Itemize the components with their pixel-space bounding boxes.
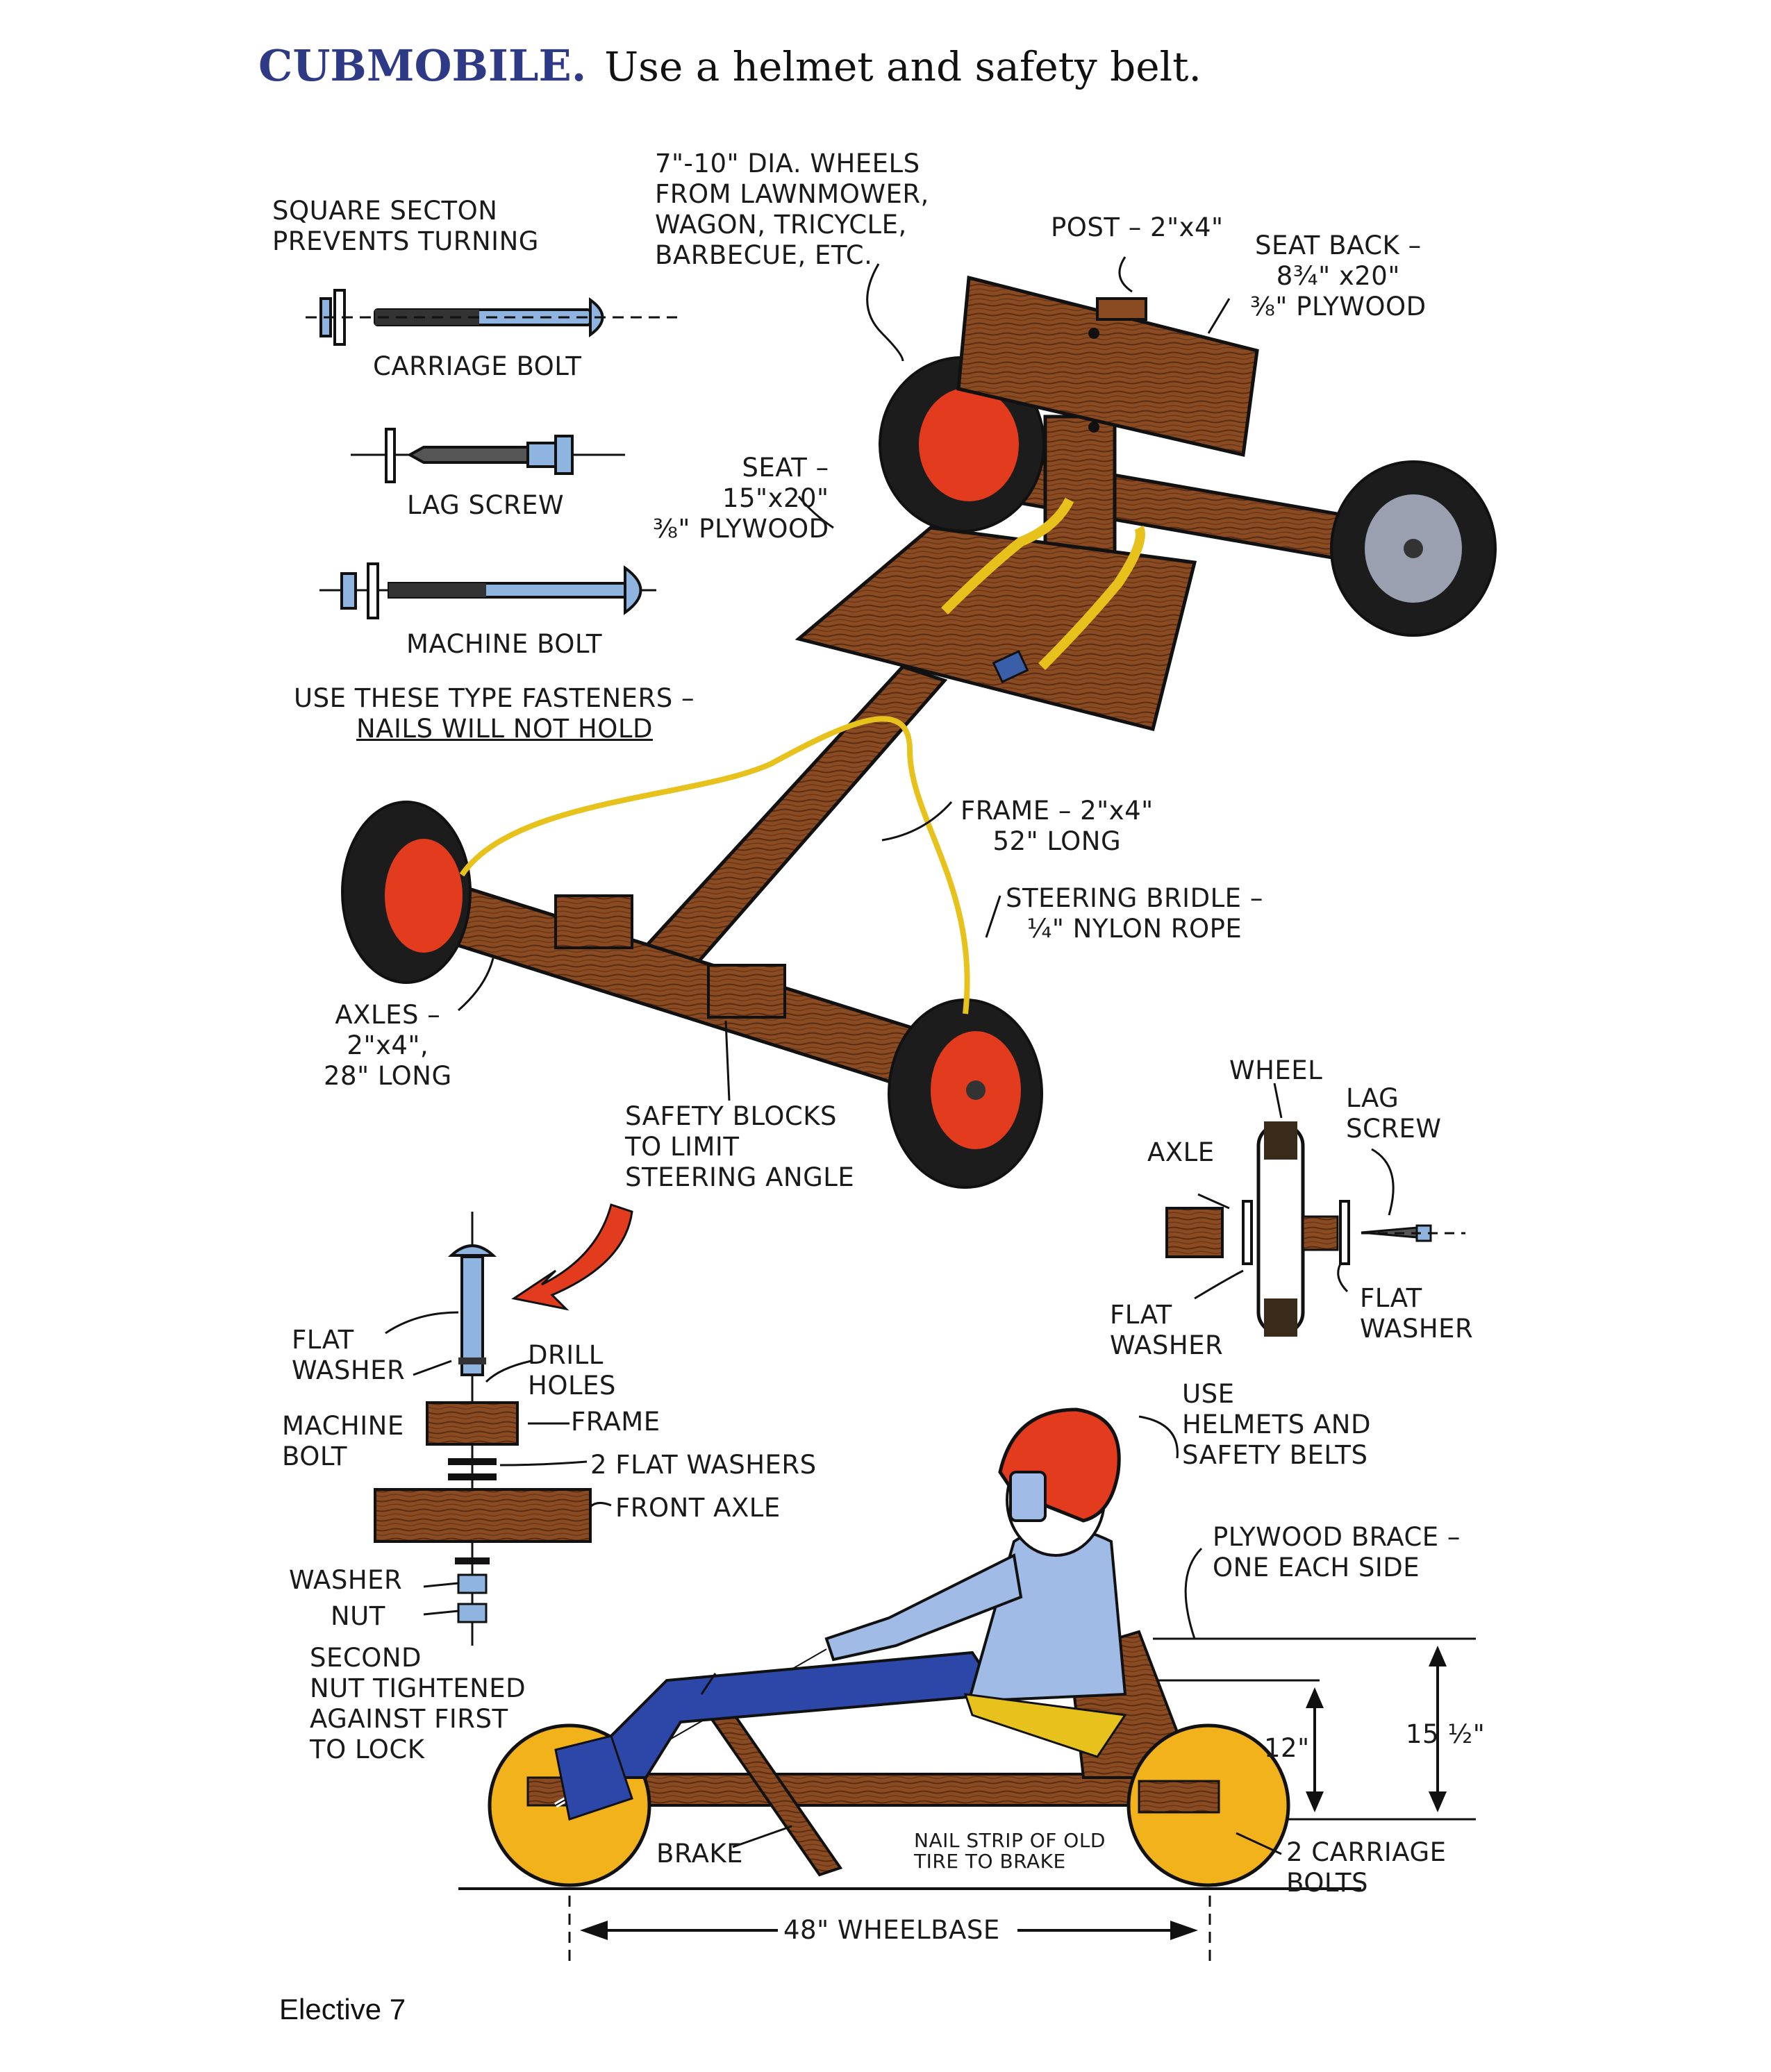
label-wheelbase: 48" WHEELBASE — [783, 1915, 1000, 1945]
label-square-section: SQUARE SECTON PREVENTS TURNING — [272, 196, 539, 256]
label-wheels: 7"-10" DIA. WHEELS FROM LAWNMOWER, WAGON… — [655, 149, 929, 270]
side-view-drawing — [458, 1407, 1476, 1890]
label-seat-back: SEAT BACK – 8¾" x20" ⅜" PLYWOOD — [1250, 231, 1427, 321]
label-wheel-detail-flat-washer-right: FLAT WASHER — [1360, 1283, 1474, 1344]
label-pivot-second-nut: SECOND NUT TIGHTENED AGAINST FIRST TO LO… — [310, 1643, 526, 1764]
label-wheel-detail-lag-screw: LAG SCREW — [1346, 1083, 1442, 1144]
label-carriage-bolt: CARRIAGE BOLT — [373, 351, 582, 381]
label-seat: SEAT – 15"x20" ⅜" PLYWOOD — [653, 453, 829, 544]
cart-drawing — [341, 275, 1497, 1189]
carriage-bolt-drawing — [306, 289, 677, 346]
label-pivot-machine-bolt: MACHINE BOLT — [282, 1411, 404, 1471]
label-dim-15-5: 15 ½" — [1406, 1719, 1486, 1749]
wheel-mount-detail — [1165, 1121, 1465, 1337]
page-title: CUBMOBILE. Use a helmet and safety belt. — [258, 40, 1202, 91]
label-plywood-brace: PLYWOOD BRACE – ONE EACH SIDE — [1213, 1522, 1461, 1582]
label-nail-strip: NAIL STRIP OF OLD TIRE TO BRAKE — [914, 1829, 1106, 1873]
label-pivot-drill-holes: DRILL HOLES — [528, 1340, 616, 1401]
page-footer: Elective 7 — [279, 1993, 406, 2025]
label-wheel-detail-axle: AXLE — [1147, 1137, 1215, 1167]
wheelbase-dimension — [568, 1896, 1211, 1965]
lag-screw-drawing — [351, 428, 625, 483]
pivot-bolt-detail — [374, 1203, 633, 1646]
label-post: POST – 2"x4" — [1051, 212, 1224, 242]
label-fasteners-note: USE THESE TYPE FASTENERS – — [294, 683, 695, 713]
label-pivot-flat-washer: FLAT WASHER — [292, 1325, 406, 1385]
label-nails-warning: NAILS WILL NOT HOLD — [356, 714, 653, 744]
label-dim-12: 12" — [1264, 1733, 1310, 1763]
label-lag-screw: LAG SCREW — [407, 490, 565, 520]
label-pivot-frame: FRAME — [571, 1407, 660, 1437]
label-brake: BRAKE — [656, 1839, 744, 1869]
label-steering-bridle: STEERING BRIDLE – ¼" NYLON ROPE — [1006, 883, 1263, 944]
leader-lines — [385, 256, 1395, 1855]
label-machine-bolt: MACHINE BOLT — [406, 629, 602, 659]
title-lead: CUBMOBILE. — [258, 40, 587, 91]
label-safety-blocks: SAFETY BLOCKS TO LIMIT STEERING ANGLE — [625, 1101, 855, 1192]
label-frame: FRAME – 2"x4" 52" LONG — [961, 796, 1154, 856]
label-pivot-two-flat-washers: 2 FLAT WASHERS — [590, 1450, 817, 1480]
label-pivot-nut: NUT — [331, 1601, 385, 1631]
label-wheel-detail-wheel: WHEEL — [1229, 1055, 1323, 1085]
label-helmets: USE HELMETS AND SAFETY BELTS — [1182, 1379, 1371, 1470]
label-pivot-front-axle: FRONT AXLE — [615, 1493, 781, 1523]
label-pivot-washer: WASHER — [289, 1565, 403, 1595]
label-wheel-detail-flat-washer-left: FLAT WASHER — [1110, 1300, 1224, 1360]
machine-bolt-drawing — [319, 562, 656, 619]
label-carriage-bolts: 2 CARRIAGE BOLTS — [1286, 1837, 1447, 1898]
label-axles: AXLES – 2"x4", 28" LONG — [324, 1000, 452, 1091]
title-rest: Use a helmet and safety belt. — [604, 43, 1202, 90]
